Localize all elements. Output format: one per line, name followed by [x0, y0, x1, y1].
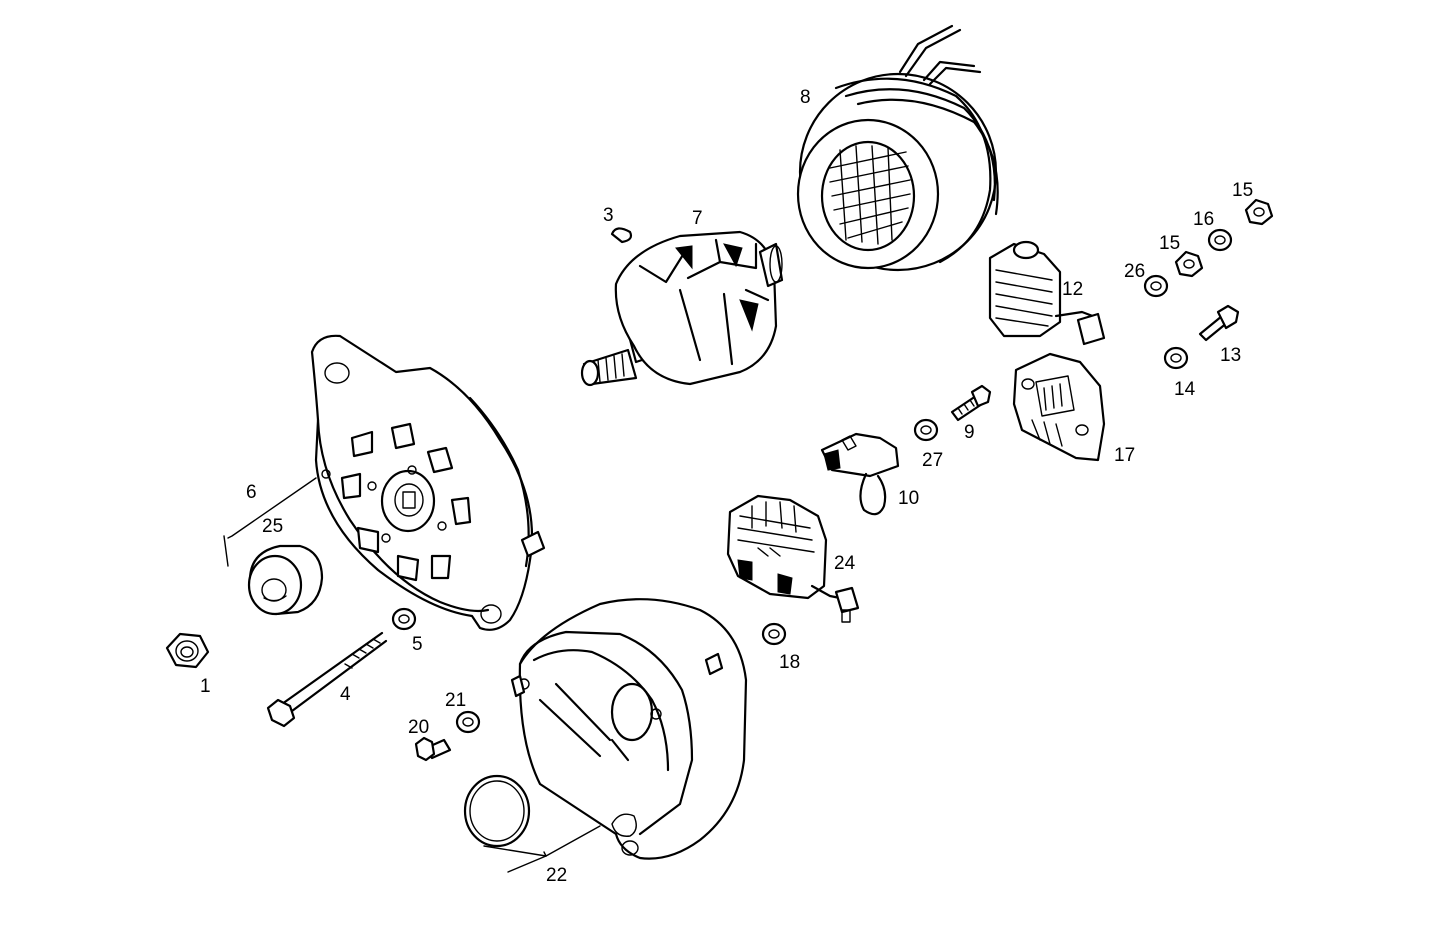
part-labels: 1 3 4 5 6 7 8 9 10 12 13 14 15 15 16 17 … [200, 87, 1253, 886]
label-14: 14 [1174, 379, 1196, 400]
label-8: 8 [800, 87, 811, 108]
part-7-rotor [580, 230, 784, 387]
label-22: 22 [546, 865, 567, 886]
part-15-nut-lower [1174, 250, 1204, 278]
label-7: 7 [692, 208, 703, 229]
part-21-washer [455, 710, 481, 734]
part-1-hex-nut [165, 632, 210, 669]
part-15-nut-upper [1244, 198, 1274, 226]
part-3-key [610, 227, 633, 244]
part-13-screw [1198, 304, 1240, 342]
label-6: 6 [246, 482, 257, 503]
label-15-upper: 15 [1232, 180, 1253, 201]
part-24-rectifier [726, 494, 860, 623]
part-9-screw [950, 384, 992, 422]
label-1: 1 [200, 676, 211, 697]
part-12-regulator [988, 240, 1106, 346]
leader-lines [223, 477, 601, 873]
label-9: 9 [964, 422, 975, 443]
o-ring [463, 774, 531, 848]
part-6-front-housing [310, 334, 546, 631]
part-4-through-bolt [266, 631, 388, 728]
part-8-stator [796, 24, 999, 272]
label-21: 21 [445, 690, 466, 711]
label-4: 4 [340, 684, 351, 705]
label-13: 13 [1220, 345, 1241, 366]
part-10-brush-holder [820, 432, 900, 516]
label-5: 5 [412, 634, 423, 655]
part-20-bolt [414, 736, 452, 762]
label-10: 10 [898, 488, 919, 509]
label-16: 16 [1193, 209, 1214, 230]
label-3: 3 [603, 205, 614, 226]
label-24: 24 [834, 553, 856, 574]
label-25: 25 [262, 516, 283, 537]
part-18-washer [761, 622, 787, 646]
label-26: 26 [1124, 261, 1145, 282]
part-27-washer [913, 418, 939, 442]
part-5-washer [391, 607, 417, 631]
label-17: 17 [1114, 445, 1135, 466]
label-12: 12 [1062, 279, 1083, 300]
label-15-lower: 15 [1159, 233, 1180, 254]
part-26-washer [1143, 274, 1169, 298]
part-17-rectifier-cover [1012, 352, 1106, 462]
part-25-spacer [247, 544, 324, 616]
part-16-washer [1207, 228, 1233, 252]
part-14-washer [1163, 346, 1189, 370]
label-20: 20 [408, 717, 429, 738]
label-27: 27 [922, 450, 943, 471]
label-18: 18 [779, 652, 800, 673]
part-22-rear-housing [510, 598, 748, 860]
